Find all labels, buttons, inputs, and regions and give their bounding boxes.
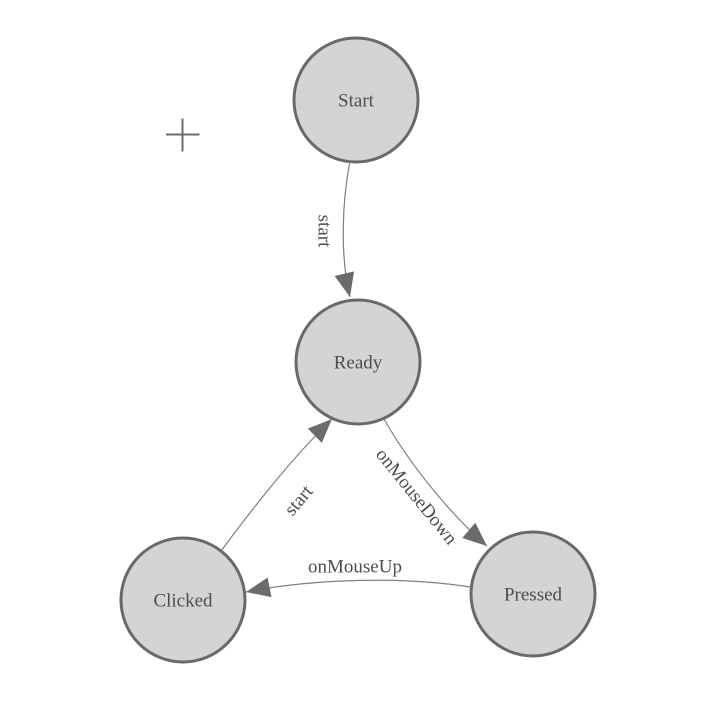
state-node-pressed[interactable]: Pressed — [469, 530, 597, 658]
state-label-ready: Ready — [334, 353, 383, 374]
state-circle-ready[interactable] — [294, 298, 422, 426]
transition-clicked-to-ready[interactable]: start — [220, 418, 333, 552]
state-label-clicked: Clicked — [153, 591, 213, 612]
transition-line[interactable] — [334, 160, 355, 298]
transition-label: onMouseUp — [308, 557, 402, 578]
transition-line[interactable] — [383, 418, 488, 547]
transition-pressed-to-clicked[interactable]: onMouseUp — [245, 557, 471, 598]
state-node-ready[interactable]: Ready — [294, 298, 422, 426]
state-label-pressed: Pressed — [504, 585, 563, 606]
transition-label: start — [313, 215, 334, 248]
state-circle-start[interactable] — [292, 36, 420, 164]
state-circle-clicked[interactable] — [119, 536, 247, 664]
crosshair-icon — [166, 118, 200, 152]
transition-label: start — [280, 481, 318, 520]
state-node-clicked[interactable]: Clicked — [119, 536, 247, 664]
state-node-start[interactable]: Start — [292, 36, 420, 164]
crosshair-lines — [166, 118, 200, 152]
transition-line[interactable] — [245, 577, 471, 598]
transition-start-to-ready[interactable]: start — [313, 160, 355, 298]
transition-label: onMouseDown — [371, 445, 461, 550]
transition-ready-to-pressed[interactable]: onMouseDown — [371, 418, 488, 550]
state-circle-pressed[interactable] — [469, 530, 597, 658]
transition-line[interactable] — [220, 418, 333, 552]
state-label-start: Start — [338, 91, 375, 112]
